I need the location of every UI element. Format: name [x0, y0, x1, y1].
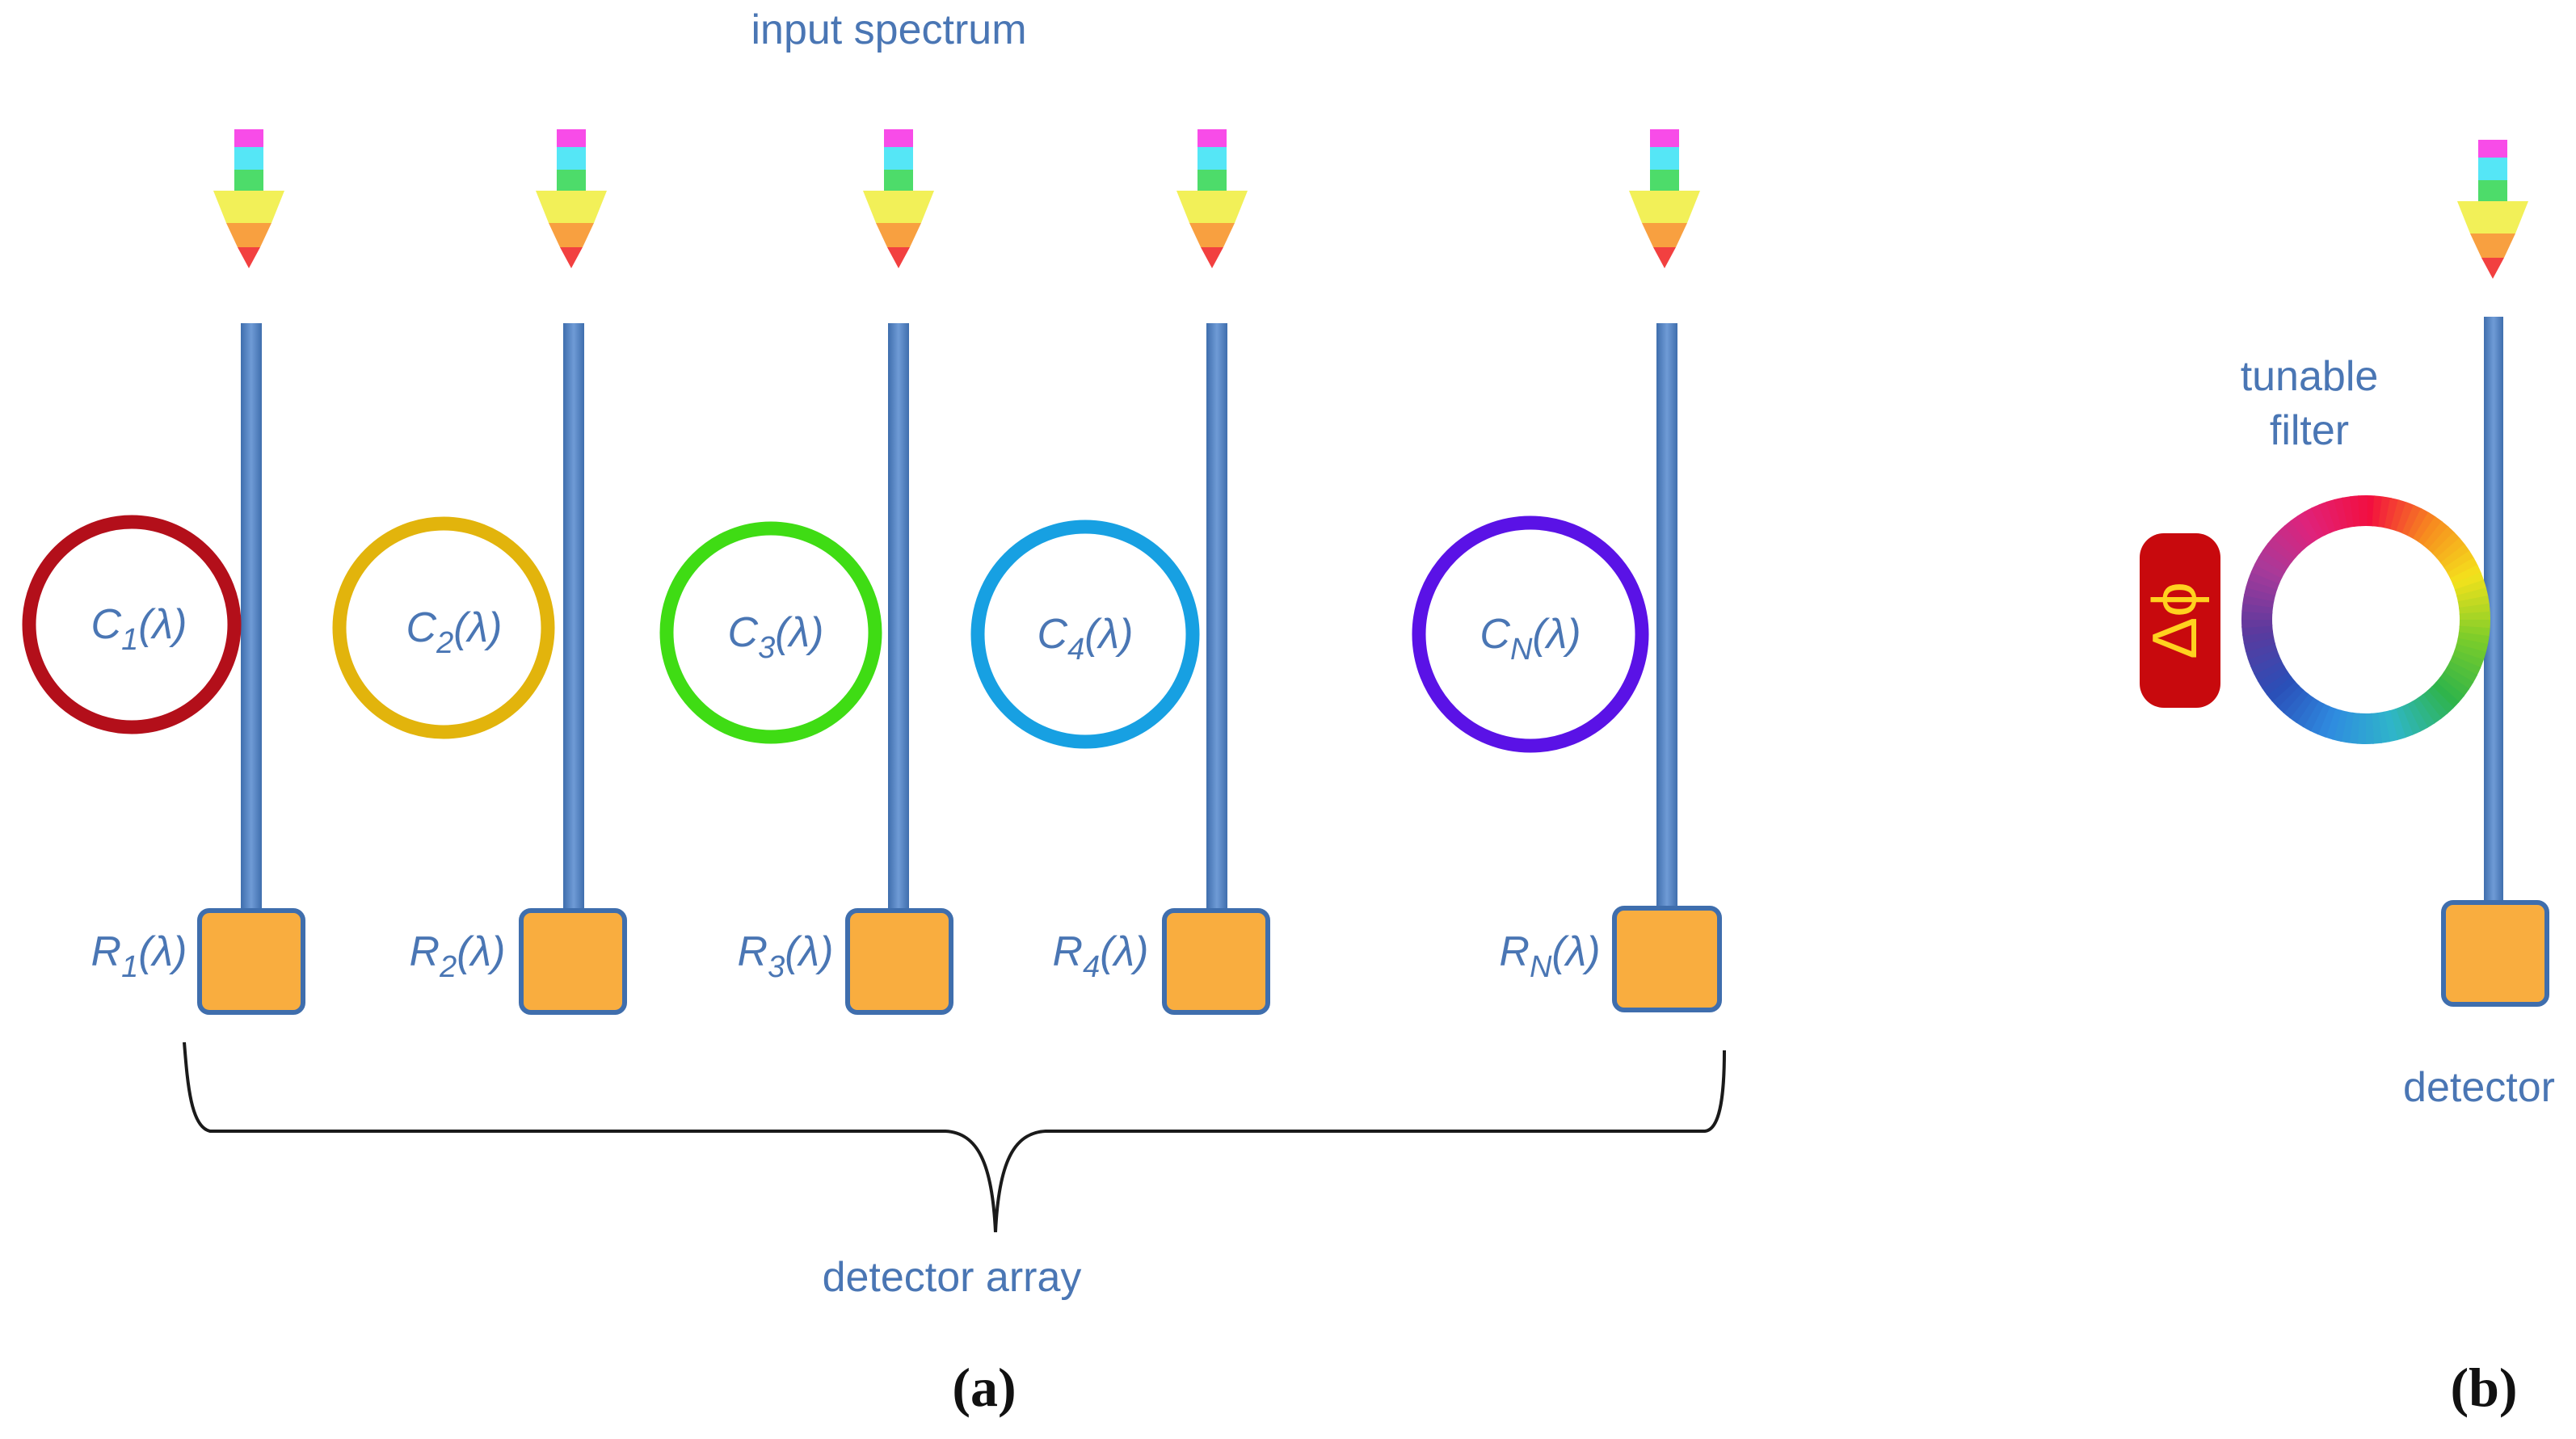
spectrum-segment [536, 191, 607, 223]
spectrum-segment [1189, 223, 1235, 247]
detector [1612, 906, 1722, 1012]
spectrum-segment [1198, 147, 1227, 170]
detector [197, 908, 305, 1015]
spectrum-segment [2470, 234, 2515, 258]
tunable-filter-panel: tunable filter Δϕ detector (b) [2139, 140, 2555, 1418]
spectrum-arrow [863, 129, 934, 268]
spectrum-segment [2478, 180, 2507, 201]
spectrum-arrow [1629, 129, 1700, 268]
ring-resonator [1412, 515, 1649, 753]
detector-label: R2(λ) [410, 928, 506, 984]
panel-a-label: (a) [952, 1357, 1016, 1418]
spectrum-segment [863, 191, 934, 223]
channel-1: C1(λ) R1(λ) [22, 129, 305, 1015]
spectrum-segment [1629, 191, 1700, 223]
spectrum-arrow [213, 129, 284, 268]
spectrum-segment [1198, 129, 1227, 147]
tunable-filter-label-line2: filter [2270, 407, 2349, 454]
spectrum-segment [226, 223, 271, 247]
spectrum-segment [1201, 247, 1223, 268]
waveguide [241, 323, 262, 913]
phase-shifter [2140, 533, 2220, 708]
spectrum-segment [887, 247, 910, 268]
channel-2: C2(λ) R2(λ) [332, 129, 627, 1015]
detector-label: RN(λ) [1499, 928, 1600, 984]
spectrum-segment [876, 223, 921, 247]
spectrum-segment [2457, 201, 2528, 234]
ring-label: C1(λ) [91, 601, 187, 657]
channel-3: C3(λ) R3(λ) [659, 129, 953, 1015]
detector-array-label: detector array [823, 1254, 1082, 1301]
ring-label: C3(λ) [728, 609, 824, 665]
ring-resonator [332, 516, 555, 739]
detector-array-brace [183, 1041, 1726, 1233]
detector [1162, 908, 1270, 1015]
spectrum-segment [1642, 223, 1687, 247]
spectrum-segment [238, 247, 260, 268]
detector-label: R1(λ) [91, 928, 187, 984]
waveguide [888, 323, 909, 913]
detector [519, 908, 627, 1015]
spectrum-segment [2481, 258, 2504, 279]
spectrum-segment [1650, 129, 1679, 147]
spectrum-segment [884, 147, 913, 170]
detector [2441, 900, 2549, 1007]
tunable-filter-label-line1: tunable [2241, 353, 2379, 400]
waveguide [1656, 323, 1677, 913]
ring-label: C2(λ) [406, 604, 503, 660]
phase-shift-symbol: Δϕ [2139, 582, 2210, 659]
channel-4: C4(λ) R4(λ) [970, 129, 1270, 1015]
spectrum-segment [234, 129, 263, 147]
ring-resonator [970, 520, 1200, 749]
detector-label: R3(λ) [738, 928, 834, 984]
spectrum-segment [560, 247, 583, 268]
spectrum-segment [549, 223, 594, 247]
detector [845, 908, 953, 1015]
ring-resonator [22, 515, 242, 734]
spectrum-segment [234, 147, 263, 170]
tunable-ring-filter [2241, 495, 2490, 744]
spectrum-segment [884, 129, 913, 147]
spectrum-arrow [2457, 140, 2528, 279]
spectrum-segment [1176, 191, 1248, 223]
channel-n: CN(λ) RN(λ) [1412, 129, 1722, 1012]
spectrum-segment [1650, 170, 1679, 191]
spectrum-segment [2478, 158, 2507, 180]
ring-resonator [659, 521, 882, 744]
panel-b-label: (b) [2450, 1357, 2517, 1418]
spectrum-segment [1653, 247, 1676, 268]
spectrum-arrow [536, 129, 607, 268]
input-spectrum-label: input spectrum [751, 6, 1026, 53]
ring-label: C4(λ) [1038, 611, 1134, 667]
spectrum-segment [213, 191, 284, 223]
spectrum-segment [557, 129, 586, 147]
spectrum-arrow [1176, 129, 1248, 268]
waveguide [1206, 323, 1227, 913]
spectrum-segment [557, 170, 586, 191]
detector-label: detector [2403, 1064, 2555, 1111]
spectrum-segment [1650, 147, 1679, 170]
detector-label: R4(λ) [1053, 928, 1149, 984]
waveguide [563, 323, 584, 913]
spectrum-segment [234, 170, 263, 191]
spectrum-segment [557, 147, 586, 170]
spectrum-segment [884, 170, 913, 191]
ring-label: CN(λ) [1480, 611, 1581, 667]
spectrum-segment [2478, 140, 2507, 158]
spectrum-segment [1198, 170, 1227, 191]
